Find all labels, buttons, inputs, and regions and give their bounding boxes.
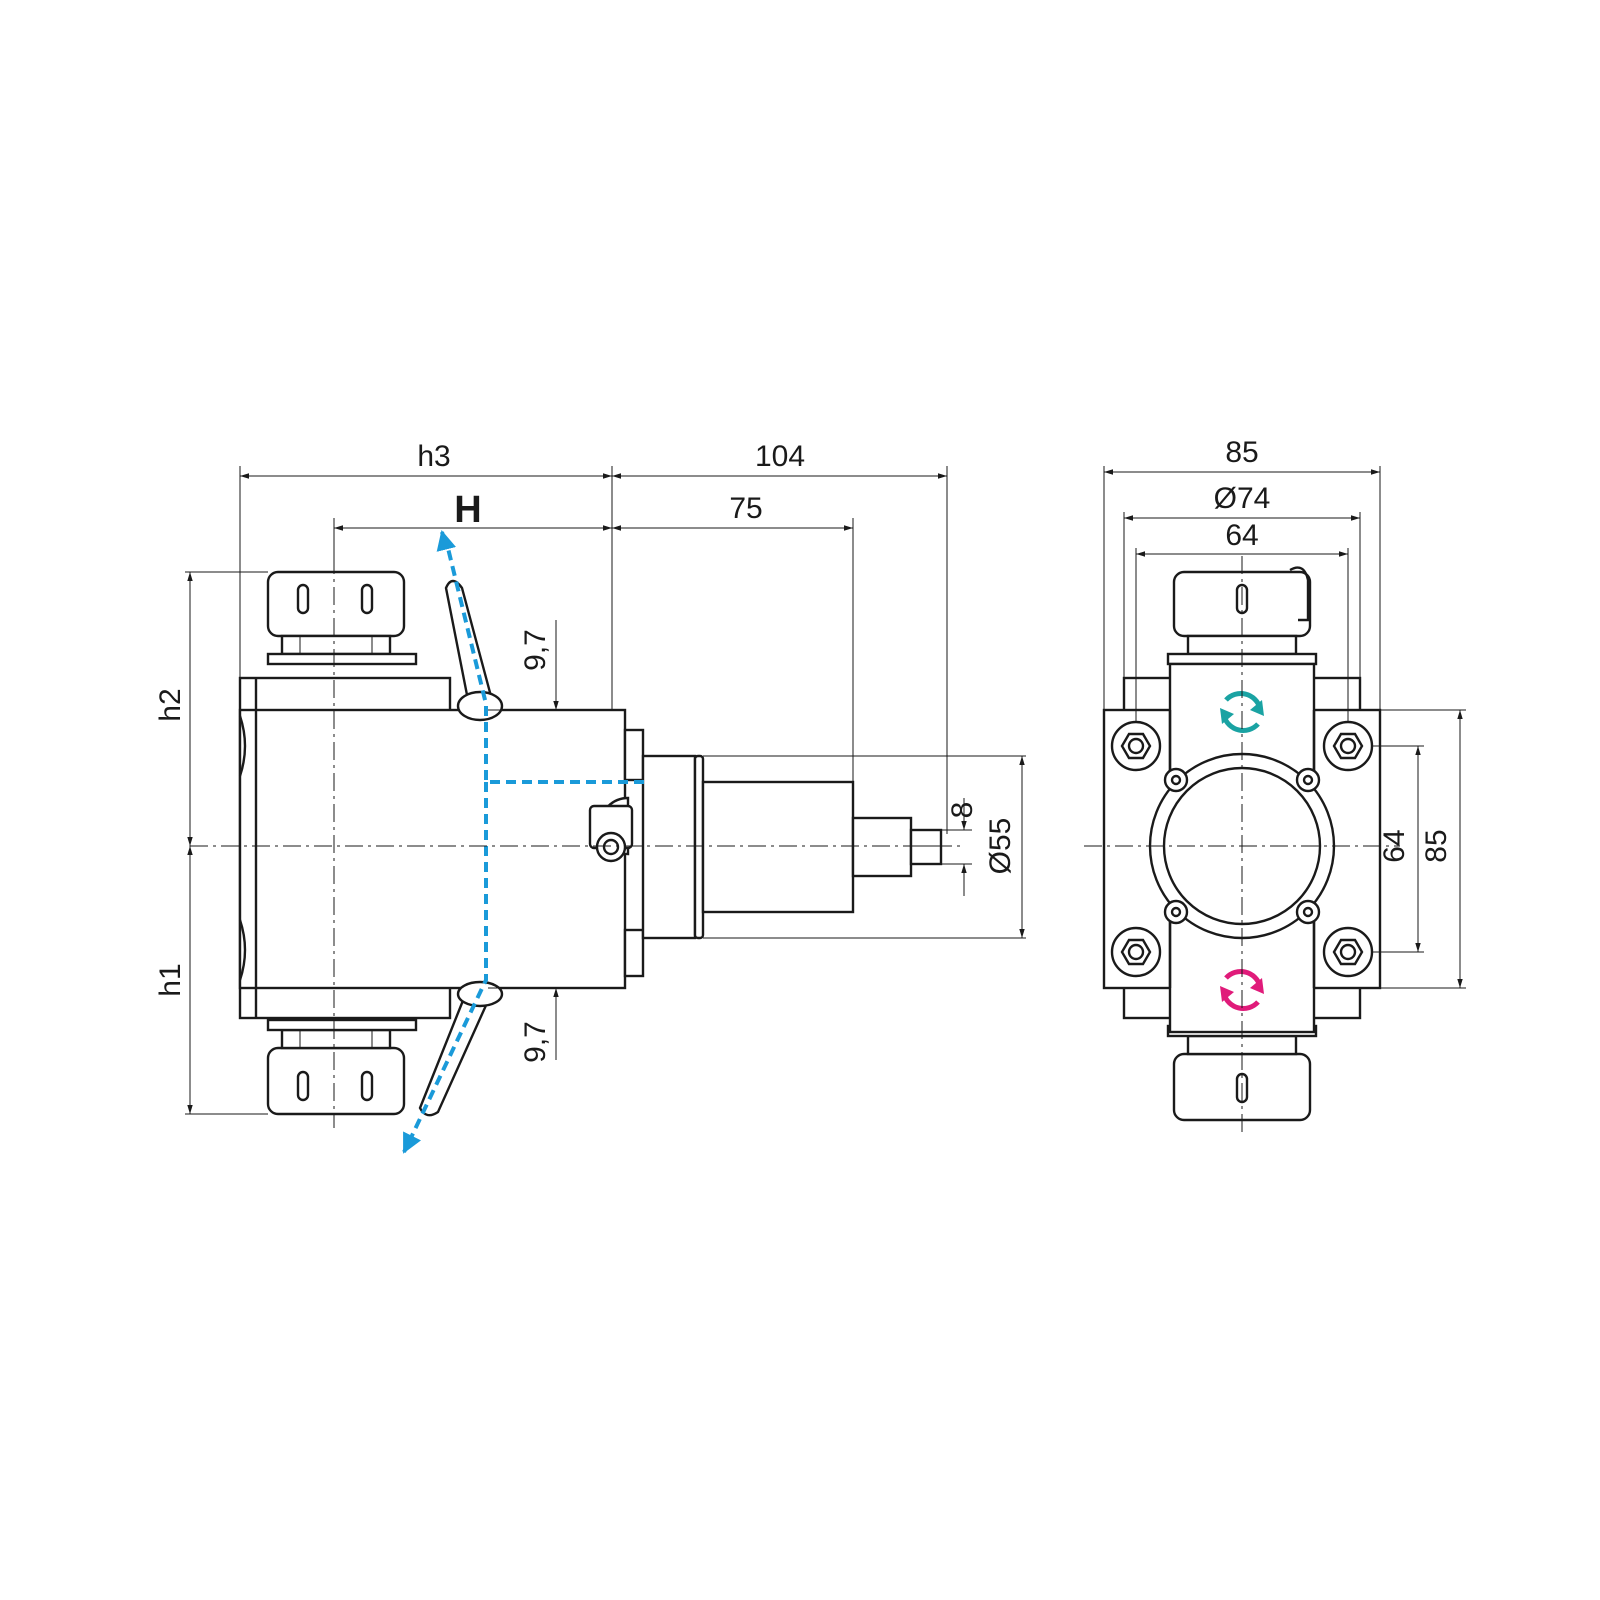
bolt-top-right [1322, 720, 1374, 772]
dim-9-7-bottom: 9,7 [519, 1021, 552, 1063]
dim-64-top: 64 [1225, 519, 1258, 552]
dim-75: 75 [729, 492, 762, 525]
main-housing [238, 676, 627, 1020]
flange-holes [1163, 767, 1321, 925]
rotate-arrows-icon [1220, 969, 1264, 1011]
dim-d74: Ø74 [1214, 482, 1271, 515]
dim-h2: h2 [154, 688, 187, 721]
side-dimensions: h3 104 H 75 h2 h1 9,7 9,7 8 Ø5 [154, 440, 1026, 1115]
dim-d55: Ø55 [984, 818, 1017, 875]
top-collet-nut [266, 570, 418, 666]
coolant-path [402, 530, 644, 1154]
dim-9-7-top: 9,7 [519, 629, 552, 671]
front-view [1084, 556, 1400, 1136]
bolt-bottom-left [1110, 926, 1162, 978]
front-bottom-collet [1166, 1024, 1318, 1122]
dim-85-top: 85 [1225, 436, 1258, 469]
dim-8: 8 [946, 802, 979, 819]
dim-h3: h3 [417, 440, 450, 473]
bottom-collet-nut [266, 1018, 418, 1116]
flange [623, 728, 943, 978]
dim-H: H [454, 489, 481, 531]
dim-85-side: 85 [1420, 829, 1453, 862]
front-dimensions: 85 Ø74 64 64 85 [1103, 436, 1466, 989]
dim-h1: h1 [154, 963, 187, 996]
dim-104: 104 [755, 440, 805, 473]
side-view [190, 530, 960, 1154]
bolt-bottom-right [1322, 926, 1374, 978]
rotate-arrows-icon [1220, 691, 1264, 733]
lock-screw [588, 796, 634, 863]
dim-64-side: 64 [1378, 829, 1411, 862]
bolt-top-left [1110, 720, 1162, 772]
